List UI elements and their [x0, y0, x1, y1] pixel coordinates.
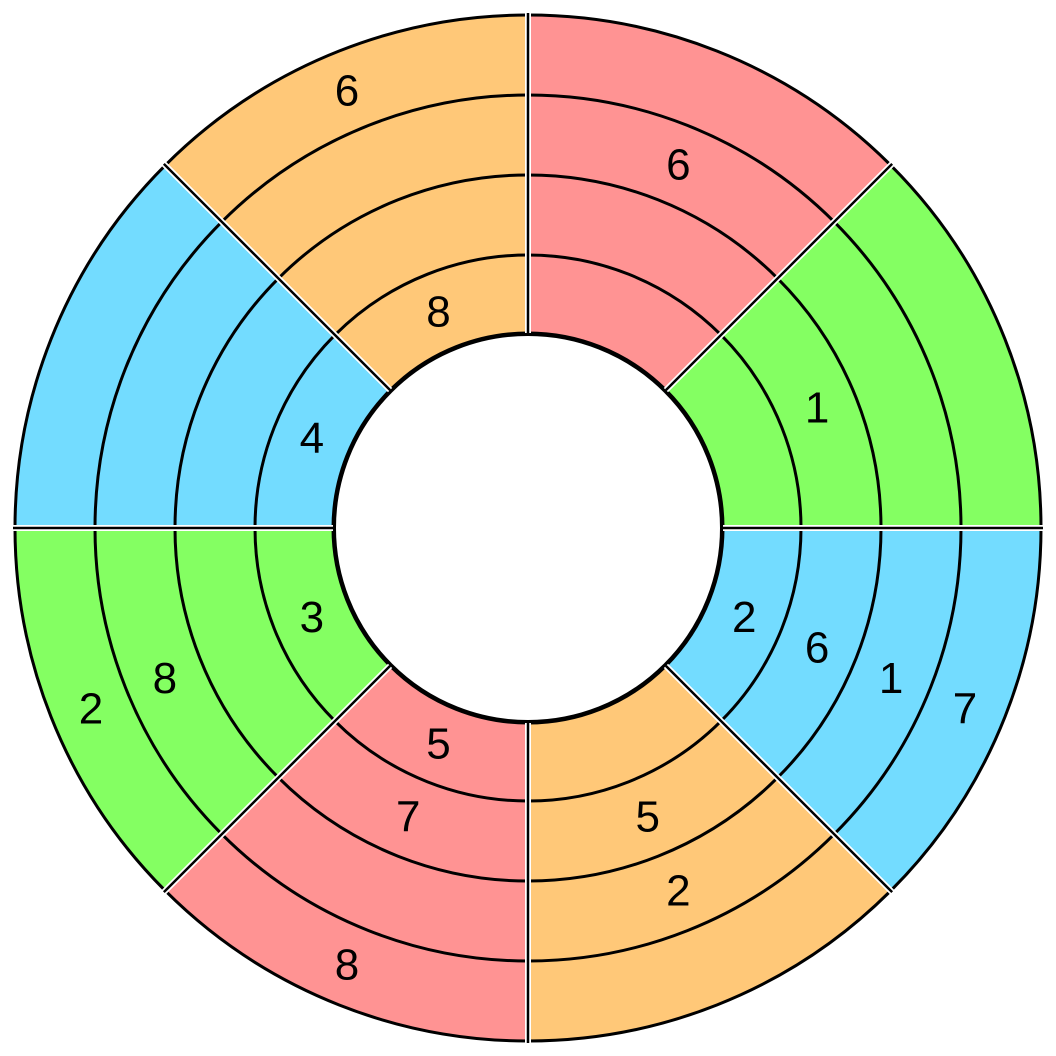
cell-number-lower-left-ring-1: 8: [335, 940, 359, 989]
sector-divider: [665, 665, 894, 894]
cell-number-right-lower-ring-2: 1: [879, 654, 903, 703]
cell-number-right-upper-ring-3: 1: [805, 384, 829, 433]
cell-number-upper-left-ring-4: 8: [426, 287, 450, 336]
cell-number-upper-left-ring-1: 6: [335, 67, 359, 116]
cell-number-lower-left-ring-4: 5: [426, 720, 450, 769]
sector-right-lower: [665, 528, 1041, 891]
sector-lower-right: [528, 665, 891, 1041]
ring-outlines: [13, 13, 1043, 1043]
cell-number-left-upper-ring-4: 4: [300, 414, 324, 463]
cell-number-left-lower-ring-1: 2: [79, 685, 103, 734]
sector-right-upper: [665, 165, 1041, 529]
sector-upper-right: [528, 15, 891, 391]
cell-number-left-lower-ring-4: 3: [300, 593, 324, 642]
sector-divider: [665, 162, 894, 391]
cell-number-lower-left-ring-3: 7: [396, 793, 420, 842]
sector-left-lower: [15, 528, 391, 891]
cell-number-lower-right-ring-2: 2: [666, 867, 690, 916]
cell-number-upper-right-ring-2: 6: [666, 140, 690, 189]
cell-number-lower-right-ring-3: 5: [636, 793, 660, 842]
puzzle-cells: [15, 15, 1041, 1041]
sector-upper-left: [165, 15, 529, 391]
sector-lower-left: [165, 665, 529, 1041]
sector-left-upper: [15, 165, 391, 529]
cell-number-right-lower-ring-1: 7: [953, 685, 977, 734]
cell-number-right-lower-ring-4: 2: [732, 593, 756, 642]
cell-number-left-lower-ring-2: 8: [153, 654, 177, 703]
sector-divider: [162, 162, 391, 391]
sector-divider: [162, 665, 391, 894]
center-hole: [333, 333, 723, 723]
cell-number-right-lower-ring-3: 6: [805, 623, 829, 672]
